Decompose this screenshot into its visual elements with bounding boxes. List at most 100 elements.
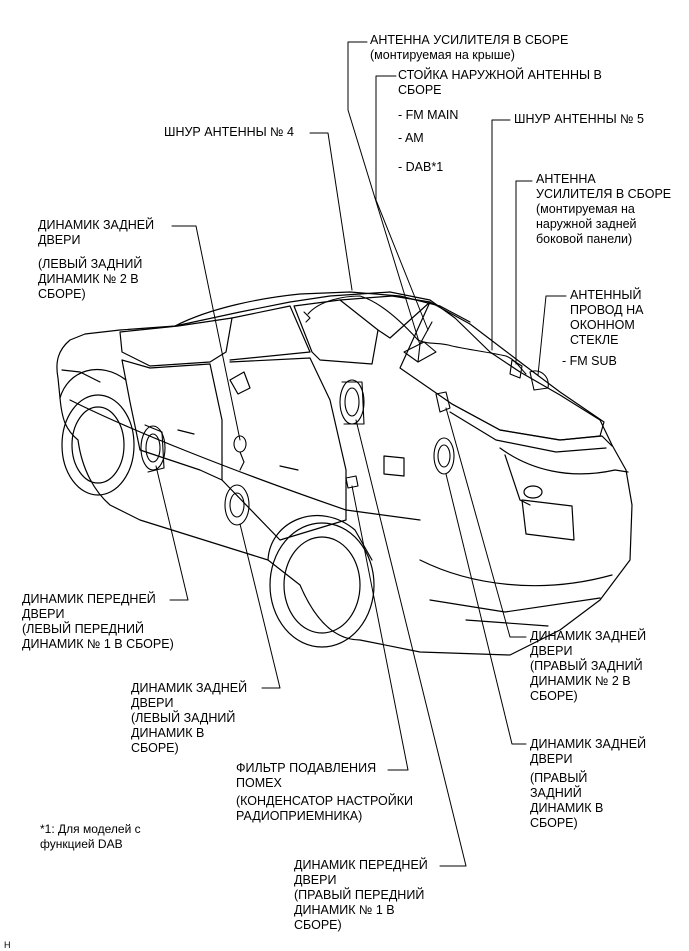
leader-cord-4 — [309, 132, 353, 291]
label-rear-right-line6: СБОРЕ) — [530, 816, 578, 830]
label-front-left-line2: ДВЕРИ — [22, 607, 65, 621]
footnote: *1: Для моделей с функцией DAB — [40, 822, 141, 852]
rear-right-speaker-2 — [435, 391, 451, 413]
leader-rear-left — [239, 523, 281, 689]
leader-rear-right-2 — [445, 407, 527, 638]
label-cord-5: ШНУР АНТЕННЫ № 5 — [514, 112, 644, 127]
label-roof-antenna-line1: АНТЕННА УСИЛИТЕЛЯ В СБОРЕ — [370, 33, 569, 47]
label-rear-right-line5: ДИНАМИК В — [530, 801, 604, 815]
label-rear-left-line5: СБОРЕ) — [131, 741, 179, 755]
label-quarter-antenna-line4: наружной задней — [536, 217, 637, 231]
leader-lines — [155, 41, 567, 867]
figure-code: H — [4, 940, 11, 950]
label-rear-left-2-line5: СБОРЕ) — [38, 287, 86, 301]
front-left-speaker — [140, 425, 166, 471]
label-rear-left-2-line2: ДВЕРИ — [38, 233, 81, 247]
leader-rear-right — [445, 473, 527, 745]
label-rear-right: ДИНАМИК ЗАДНЕЙ ДВЕРИ (ПРАВЫЙ ЗАДНИЙ ДИНА… — [530, 737, 646, 831]
footnote-line2: функцией DAB — [40, 837, 123, 851]
label-front-right: ДИНАМИК ПЕРЕДНЕЙ ДВЕРИ (ПРАВЫЙ ПЕРЕДНИЙ … — [294, 858, 428, 933]
label-glass-antenna-line2: ПРОВОД НА — [570, 303, 644, 317]
label-quarter-antenna-line1: АНТЕННА — [536, 172, 596, 186]
label-glass-antenna-line1: АНТЕННЫЙ — [570, 288, 642, 302]
label-rear-right-2-line4: ДИНАМИК № 2 В — [530, 674, 631, 688]
label-antenna-pole-line1: СТОЙКА НАРУЖНОЙ АНТЕННЫ В — [398, 68, 602, 82]
label-noise-filter-line1: ФИЛЬТР ПОДАВЛЕНИЯ — [236, 761, 377, 775]
right-front-speaker — [339, 379, 365, 425]
label-rear-left-2: ДИНАМИК ЗАДНЕЙ ДВЕРИ (ЛЕВЫЙ ЗАДНИЙ ДИНАМ… — [38, 218, 154, 302]
label-glass-antenna-item1: - FM SUB — [562, 354, 617, 368]
label-front-right-line1: ДИНАМИК ПЕРЕДНЕЙ — [294, 858, 428, 872]
label-rear-right-line4: ЗАДНИЙ — [530, 786, 582, 800]
label-antenna-pole-item2: - AM — [398, 131, 424, 145]
leader-front-left — [155, 465, 189, 601]
label-front-left-line1: ДИНАМИК ПЕРЕДНЕЙ — [22, 592, 156, 606]
label-front-right-line3: (ПРАВЫЙ ПЕРЕДНИЙ — [294, 888, 425, 902]
label-quarter-antenna-line3: (монтируемая на — [536, 202, 635, 216]
label-front-left-line4: ДИНАМИК № 1 В СБОРЕ) — [22, 637, 174, 651]
roof-antenna-base — [403, 341, 437, 363]
label-rear-left-2-line4: ДИНАМИК № 2 В — [38, 272, 139, 286]
label-cord-5-line1: ШНУР АНТЕННЫ № 5 — [514, 112, 644, 126]
label-rear-left-line3: (ЛЕВЫЙ ЗАДНИЙ — [131, 711, 236, 725]
components — [140, 295, 549, 526]
rear-right-speaker — [433, 437, 455, 475]
footnote-line1: *1: Для моделей с — [40, 822, 141, 836]
label-rear-left-line1: ДИНАМИК ЗАДНЕЙ — [131, 681, 248, 695]
label-cord-4-line1: ШНУР АНТЕННЫ № 4 — [164, 125, 294, 139]
noise-filter — [345, 475, 359, 489]
label-cord-4: ШНУР АНТЕННЫ № 4 — [164, 125, 294, 140]
label-rear-right-2-line1: ДИНАМИК ЗАДНЕЙ — [530, 629, 647, 643]
label-quarter-antenna-line5: боковой панели) — [536, 232, 633, 246]
label-noise-filter: ФИЛЬТР ПОДАВЛЕНИЯ ПОМЕХ (КОНДЕНСАТОР НАС… — [236, 761, 413, 824]
label-rear-right-2-line3: (ПРАВЫЙ ЗАДНИЙ — [530, 659, 643, 673]
label-rear-left-2-line1: ДИНАМИК ЗАДНЕЙ — [38, 218, 155, 232]
label-rear-left-line2: ДВЕРИ — [131, 696, 174, 710]
leader-glass-antenna — [537, 295, 567, 376]
label-rear-left-line4: ДИНАМИК В — [131, 726, 205, 740]
label-rear-right-line3: (ПРАВЫЙ — [530, 771, 588, 785]
label-rear-right-2: ДИНАМИК ЗАДНЕЙ ДВЕРИ (ПРАВЫЙ ЗАДНИЙ ДИНА… — [530, 629, 646, 704]
label-front-left-line3: (ЛЕВЫЙ ПЕРЕДНИЙ — [22, 622, 145, 636]
leader-quarter-antenna — [515, 180, 533, 365]
front-wheel — [61, 394, 135, 496]
label-noise-filter-line2: ПОМЕХ — [236, 776, 282, 790]
label-rear-right-line1: ДИНАМИК ЗАДНЕЙ — [530, 737, 647, 751]
label-front-left: ДИНАМИК ПЕРЕДНЕЙ ДВЕРИ (ЛЕВЫЙ ПЕРЕДНИЙ Д… — [22, 592, 174, 652]
label-rear-right-2-line2: ДВЕРИ — [530, 644, 573, 658]
car-body — [56, 291, 633, 656]
label-antenna-pole-line2: СБОРЕ — [398, 83, 442, 97]
label-glass-antenna-line4: СТЕКЛЕ — [570, 333, 619, 347]
leader-roof-antenna — [347, 41, 421, 346]
antenna-cord-4 — [307, 295, 527, 375]
label-noise-filter-line4: РАДИОПРИЕМНИКА) — [236, 809, 363, 823]
label-glass-antenna: АНТЕННЫЙ ПРОВОД НА ОКОННОМ СТЕКЛЕ — [570, 288, 643, 348]
label-antenna-pole-item1: - FM MAIN — [398, 108, 459, 122]
label-antenna-pole-item3: - DAB*1 — [398, 160, 444, 174]
leader-rear-left-2 — [171, 225, 241, 441]
label-quarter-antenna: АНТЕННА УСИЛИТЕЛЯ В СБОРЕ (монтируемая н… — [536, 172, 671, 247]
label-quarter-antenna-line2: УСИЛИТЕЛЯ В СБОРЕ — [536, 187, 672, 201]
rear-wheel — [269, 522, 375, 648]
label-noise-filter-line3: (КОНДЕНСАТОР НАСТРОЙКИ — [236, 794, 413, 808]
quarter-antenna — [509, 359, 523, 379]
leader-cord-5 — [491, 119, 511, 351]
label-rear-right-2-line5: СБОРЕ) — [530, 689, 578, 703]
label-roof-antenna-line2: (монтируемая на крыше) — [370, 48, 515, 62]
label-glass-antenna-line3: ОКОННОМ — [570, 318, 635, 332]
label-rear-left: ДИНАМИК ЗАДНЕЙ ДВЕРИ (ЛЕВЫЙ ЗАДНИЙ ДИНАМ… — [131, 681, 247, 756]
label-antenna-pole: СТОЙКА НАРУЖНОЙ АНТЕННЫ В СБОРЕ — [398, 68, 602, 98]
label-front-right-line4: ДИНАМИК № 1 В — [294, 903, 395, 917]
label-roof-antenna: АНТЕННА УСИЛИТЕЛЯ В СБОРЕ (монтируемая н… — [370, 33, 568, 63]
leader-antenna-pole — [375, 75, 429, 331]
label-rear-left-2-line3: (ЛЕВЫЙ ЗАДНИЙ — [38, 257, 143, 271]
label-rear-right-line2: ДВЕРИ — [530, 752, 573, 766]
label-front-right-line2: ДВЕРИ — [294, 873, 337, 887]
rear-left-speaker — [224, 484, 250, 526]
label-front-right-line5: СБОРЕ) — [294, 918, 342, 932]
leader-noise-filter — [351, 485, 409, 771]
glass-antenna-connector — [529, 370, 549, 391]
leader-front-right — [355, 419, 467, 867]
